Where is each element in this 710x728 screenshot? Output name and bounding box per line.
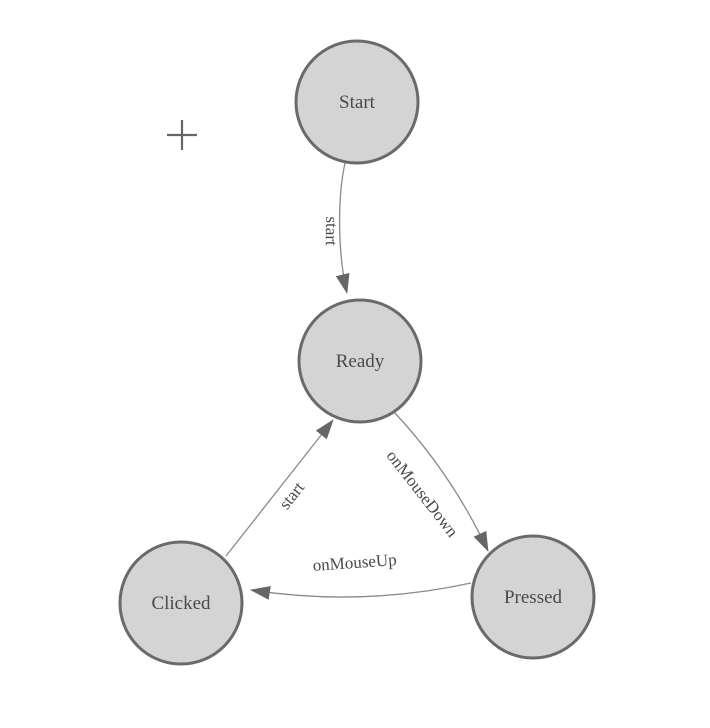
state-label-start: Start	[339, 92, 376, 113]
state-node-pressed[interactable]: Pressed	[470, 534, 596, 660]
state-label-clicked: Clicked	[151, 593, 211, 614]
state-circle-ready[interactable]	[297, 298, 423, 424]
state-circle-start[interactable]	[294, 39, 420, 165]
overlay-layer	[167, 120, 197, 150]
transition-label-clicked-to-ready: start	[275, 478, 308, 513]
transition-clicked-to-ready: start	[225, 419, 334, 557]
transition-label-start-to-ready: start	[322, 216, 342, 246]
state-node-start[interactable]: Start	[294, 39, 420, 165]
state-label-ready: Ready	[336, 351, 385, 372]
transition-pressed-to-clicked: onMouseUp	[250, 550, 472, 600]
state-label-pressed: Pressed	[504, 587, 563, 608]
transition-edge-start-to-ready[interactable]	[335, 162, 350, 294]
state-circle-clicked[interactable]	[118, 540, 244, 666]
state-circle-pressed[interactable]	[470, 534, 596, 660]
transition-start-to-ready: start	[322, 162, 350, 294]
state-node-clicked[interactable]: Clicked	[118, 540, 244, 666]
state-node-ready[interactable]: Ready	[297, 298, 423, 424]
transition-edge-pressed-to-clicked[interactable]	[250, 582, 472, 600]
transition-ready-to-pressed: onMouseDown	[383, 411, 489, 552]
crosshair-plus-icon	[167, 120, 197, 150]
transition-label-pressed-to-clicked: onMouseUp	[312, 550, 397, 575]
transition-edge-ready-to-pressed[interactable]	[393, 411, 489, 552]
transition-edge-clicked-to-ready[interactable]	[225, 419, 334, 557]
transition-label-ready-to-pressed: onMouseDown	[383, 446, 463, 541]
